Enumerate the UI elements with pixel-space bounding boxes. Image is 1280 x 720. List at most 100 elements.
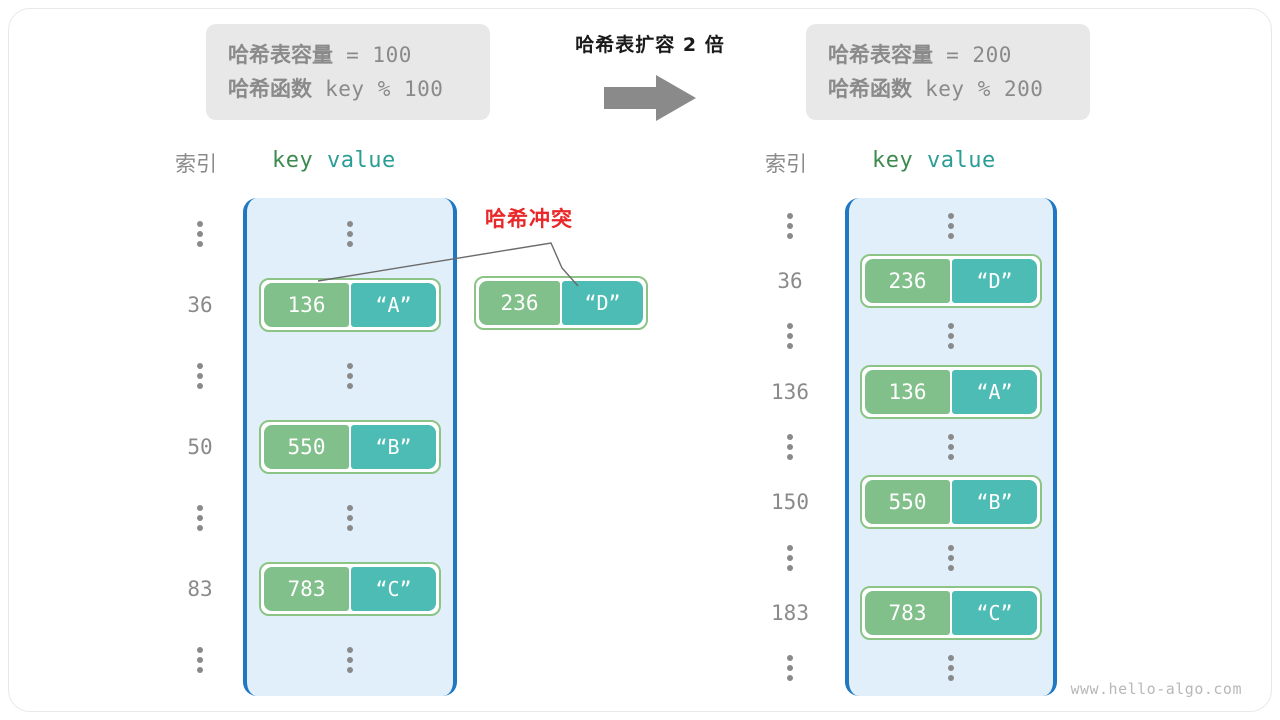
pair-value: “A” <box>351 282 436 327</box>
table-row-ellipsis <box>849 530 1053 585</box>
vertical-ellipsis-icon <box>948 544 954 571</box>
pair-key: 236 <box>865 258 950 303</box>
vertical-ellipsis-icon <box>787 212 793 239</box>
vertical-ellipsis-icon <box>197 362 203 389</box>
pair-value: “B” <box>351 424 436 469</box>
hash-fn-label-before: 哈希函数 <box>228 77 312 101</box>
key-value-pair: 550“B” <box>860 475 1042 530</box>
index-label-ellipsis <box>750 530 830 585</box>
index-label-ellipsis <box>160 198 240 269</box>
index-header-before: 索引 <box>175 152 217 176</box>
vertical-ellipsis-icon <box>948 655 954 682</box>
pair-value: “B” <box>952 480 1037 525</box>
hash-table-after: 236“D” 136“A” 550“B” 783“C” <box>845 198 1057 696</box>
vertical-ellipsis-icon <box>948 433 954 460</box>
vertical-ellipsis-icon <box>948 323 954 350</box>
index-label: 36 <box>777 268 803 293</box>
vertical-ellipsis-icon <box>787 433 793 460</box>
index-label-ellipsis <box>750 641 830 696</box>
index-label: 83 <box>187 577 213 602</box>
hash-table-before: 136“A” 550“B” 783“C” <box>243 198 457 696</box>
index-label: 136 <box>771 379 809 404</box>
vertical-ellipsis-icon <box>347 362 353 389</box>
operation-title: 哈希表扩容 2 倍 <box>575 34 725 56</box>
index-column-before: 36 50 83 <box>160 198 240 696</box>
hash-config-card-after: 哈希表容量 = 200 哈希函数 key % 200 <box>806 24 1090 120</box>
key-value-pair: 236“D” <box>860 253 1042 308</box>
value-header-before: value <box>313 148 396 173</box>
vertical-ellipsis-icon <box>787 655 793 682</box>
key-value-pair: 236 “D” <box>474 276 648 330</box>
vertical-ellipsis-icon <box>347 505 353 532</box>
table-row-ellipsis <box>247 483 453 554</box>
index-label-ellipsis <box>160 340 240 411</box>
table-row-ellipsis <box>247 198 453 269</box>
table-row-ellipsis <box>849 198 1053 253</box>
index-header-after: 索引 <box>765 152 807 176</box>
vertical-ellipsis-icon <box>787 544 793 571</box>
collision-label: 哈希冲突 <box>485 207 573 231</box>
vertical-ellipsis-icon <box>347 220 353 247</box>
capacity-expr-after: = 200 <box>933 43 1012 67</box>
index-label: 183 <box>771 600 809 625</box>
pair-value: “C” <box>952 590 1037 635</box>
key-header-before: key <box>272 148 314 173</box>
pair-key: 136 <box>865 369 950 414</box>
table-row: 550“B” <box>247 411 453 482</box>
index-label: 50 <box>187 434 213 459</box>
index-label: 36 <box>187 292 213 317</box>
vertical-ellipsis-icon <box>347 647 353 674</box>
hash-config-card-before: 哈希表容量 = 100 哈希函数 key % 100 <box>206 24 490 120</box>
index-label-ellipsis <box>750 309 830 364</box>
key-value-pair: 550“B” <box>259 419 441 474</box>
index-label-ellipsis <box>160 625 240 696</box>
index-label-ellipsis <box>750 198 830 253</box>
index-label: 150 <box>771 490 809 515</box>
table-row: 783“C” <box>849 585 1053 640</box>
bucket-rows-before: 136“A” 550“B” 783“C” <box>247 198 453 696</box>
vertical-ellipsis-icon <box>948 212 954 239</box>
kv-header-before: key value <box>272 148 396 173</box>
key-value-pair: 136“A” <box>259 277 441 332</box>
table-row-ellipsis <box>849 641 1053 696</box>
vertical-ellipsis-icon <box>197 505 203 532</box>
pair-key: 550 <box>865 480 950 525</box>
key-value-pair: 783“C” <box>259 562 441 617</box>
hash-fn-line-after: 哈希函数 key % 200 <box>828 72 1068 106</box>
table-row: 236“D” <box>849 253 1053 308</box>
pair-value: “D” <box>562 281 643 325</box>
transition-arrow <box>520 68 780 128</box>
table-row-ellipsis <box>247 625 453 696</box>
index-label-ellipsis <box>160 483 240 554</box>
hash-fn-line-before: 哈希函数 key % 100 <box>228 72 468 106</box>
hash-fn-label-after: 哈希函数 <box>828 77 912 101</box>
key-header-after: key <box>872 148 914 173</box>
pair-value: “D” <box>952 258 1037 303</box>
index-label-ellipsis <box>750 419 830 474</box>
pair-key: 783 <box>865 590 950 635</box>
table-row: 783“C” <box>247 554 453 625</box>
pair-key: 783 <box>264 567 349 612</box>
table-row: 136“A” <box>849 364 1053 419</box>
key-value-pair: 783“C” <box>860 585 1042 640</box>
pair-value: “A” <box>952 369 1037 414</box>
table-row-ellipsis <box>849 419 1053 474</box>
value-header-after: value <box>913 148 996 173</box>
right-block-arrow-icon <box>604 75 696 121</box>
vertical-ellipsis-icon <box>787 323 793 350</box>
capacity-label-before: 哈希表容量 <box>228 43 333 67</box>
table-row-ellipsis <box>247 340 453 411</box>
table-row: 136“A” <box>247 269 453 340</box>
vertical-ellipsis-icon <box>197 220 203 247</box>
index-column-after: 36 136 150 183 <box>750 198 830 696</box>
vertical-ellipsis-icon <box>197 647 203 674</box>
key-value-pair: 136“A” <box>860 364 1042 419</box>
table-row-ellipsis <box>849 309 1053 364</box>
pair-value: “C” <box>351 567 436 612</box>
capacity-expr-before: = 100 <box>333 43 412 67</box>
capacity-line-before: 哈希表容量 = 100 <box>228 38 468 72</box>
table-row: 550“B” <box>849 475 1053 530</box>
pair-key: 236 <box>479 281 560 325</box>
pair-key: 550 <box>264 424 349 469</box>
